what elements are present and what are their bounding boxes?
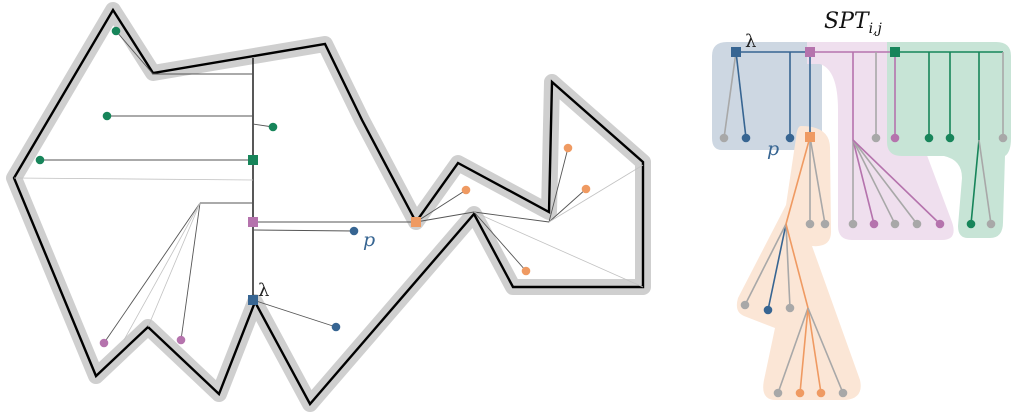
node-purple-square [248, 217, 258, 227]
node-green-square [248, 155, 258, 165]
point-blue [349, 226, 359, 236]
purple-region [807, 42, 954, 240]
leaf-green [945, 133, 955, 143]
spt-tree: SPTi,j [712, 9, 1011, 400]
leaf-gray [848, 219, 858, 229]
point-orange [581, 184, 591, 194]
leaf-green [966, 219, 976, 229]
point-green [111, 26, 121, 36]
leaf-gray [986, 219, 996, 229]
point-purple [176, 335, 186, 345]
node-orange-square [411, 217, 421, 227]
tree-leaves [719, 133, 1008, 398]
leaf-blue [785, 133, 795, 143]
node-blue-square [248, 295, 258, 305]
leaf-orange [816, 388, 826, 398]
point-orange [521, 266, 531, 276]
blue-subtree [723, 51, 811, 139]
point-orange [461, 185, 471, 195]
tree-root-green-square [890, 47, 900, 57]
point-blue [331, 322, 341, 332]
leaf-gray [773, 388, 783, 398]
leaf-purple [890, 133, 900, 143]
leaf-gray [890, 219, 900, 229]
green-subtree [928, 52, 1004, 225]
leaf-gray [998, 133, 1008, 143]
orange-region [736, 126, 861, 400]
leaf-blue [763, 305, 773, 315]
leaf-purple [935, 219, 945, 229]
point-purple [99, 338, 109, 348]
leaf-purple [869, 219, 879, 229]
purple-subtree [852, 52, 941, 225]
visibility-lines [13, 164, 644, 341]
leaf-green [924, 133, 934, 143]
point-orange [563, 143, 573, 153]
point-green [102, 111, 112, 121]
label-lambda-tree: λ [745, 31, 756, 52]
point-green [35, 155, 45, 165]
leaf-blue [741, 133, 751, 143]
polygon-diagram: p λ [6, 2, 651, 412]
label-p-tree: p [767, 138, 779, 160]
leaf-orange [795, 388, 805, 398]
point-green [268, 122, 278, 132]
leaf-gray [912, 219, 922, 229]
connector-lines [40, 30, 587, 344]
leaf-gray [740, 300, 750, 310]
label-lambda-polygon: λ [258, 280, 269, 301]
leaf-gray [871, 133, 881, 143]
label-p-polygon: p [363, 229, 375, 251]
blue-region [712, 42, 822, 150]
leaf-gray [719, 133, 729, 143]
tree-root-orange-square [805, 132, 815, 142]
polygon-points [35, 26, 591, 348]
leaf-gray [805, 219, 815, 229]
tree-title: SPTi,j [824, 9, 882, 37]
leaf-gray [785, 303, 795, 313]
leaf-gray [820, 219, 830, 229]
leaf-gray [838, 388, 848, 398]
tree-root-blue-square [731, 47, 741, 57]
orange-subtree [744, 136, 844, 394]
tree-root-purple-square [805, 47, 815, 57]
